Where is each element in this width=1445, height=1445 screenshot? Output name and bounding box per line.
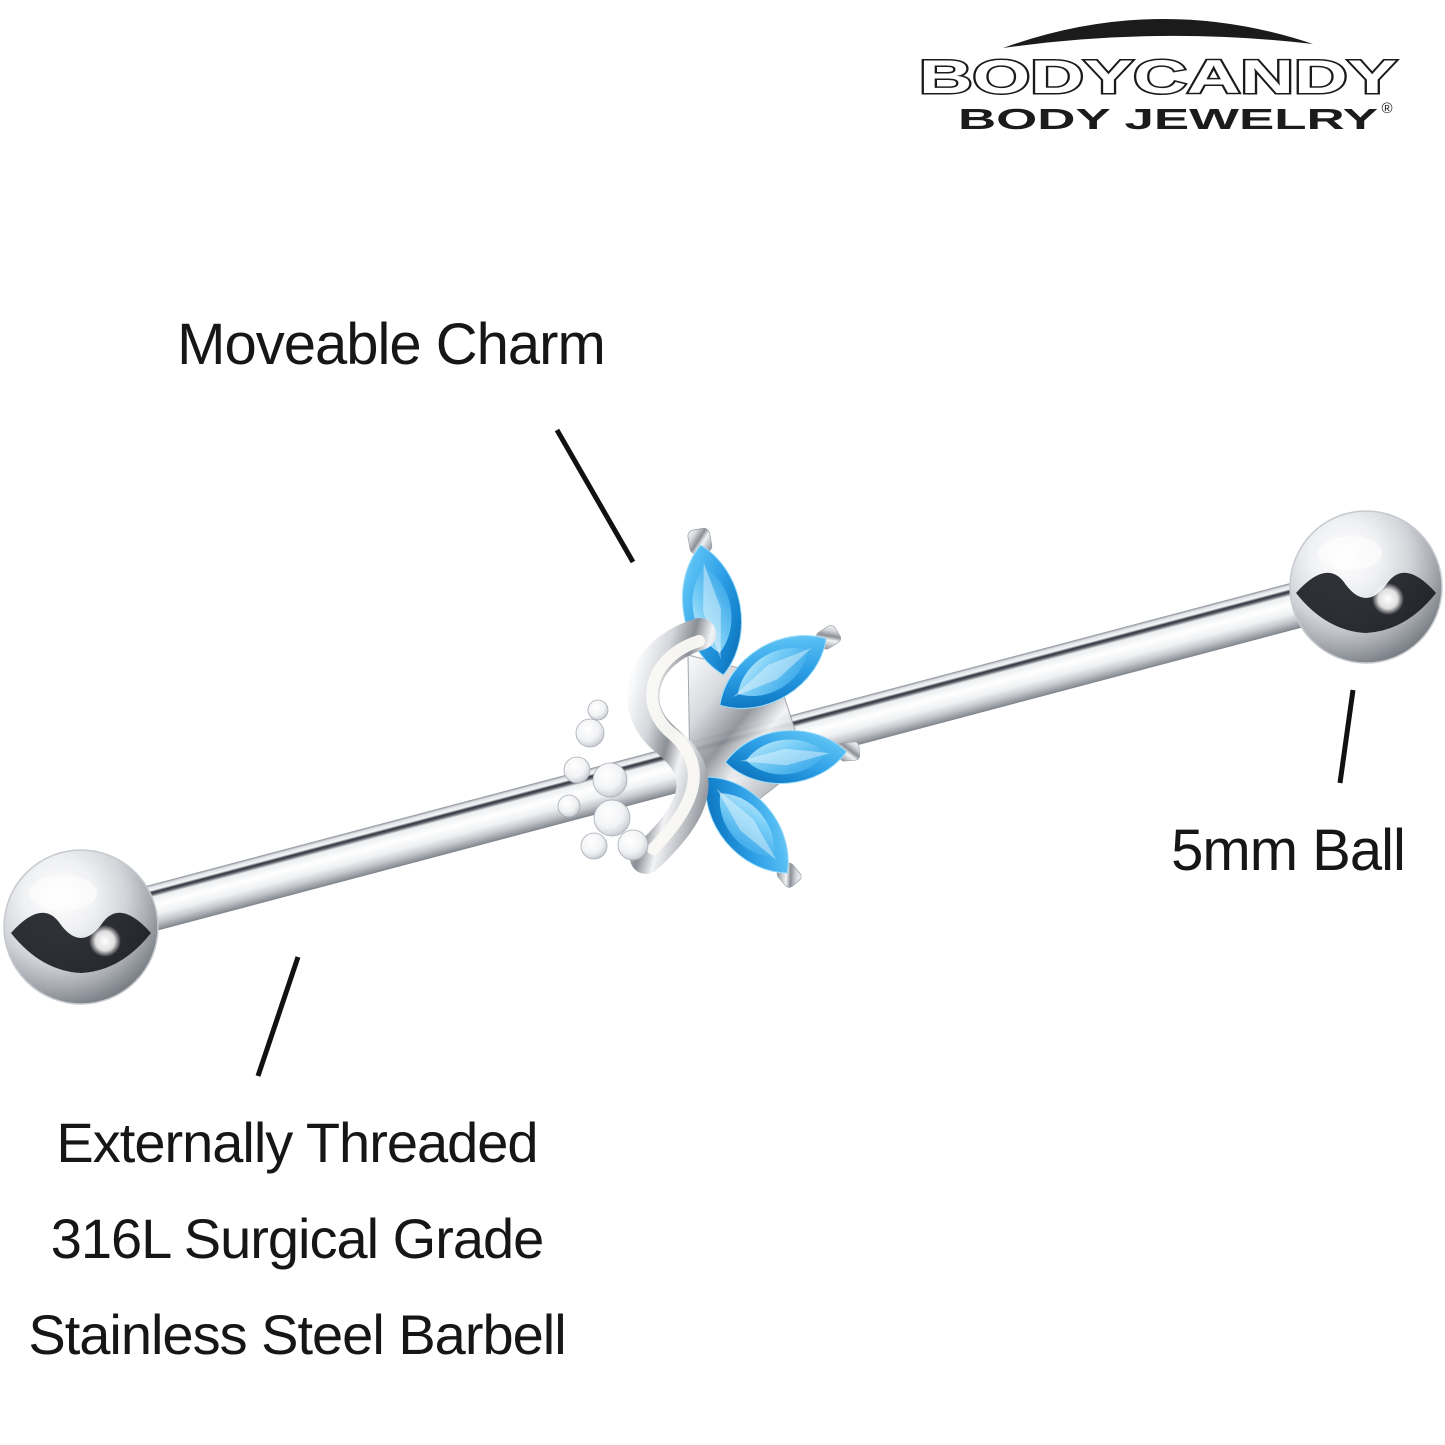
left-ball (3, 849, 159, 1005)
logo-tagline-text: BODY JEWELRY (958, 104, 1378, 136)
bodycandy-logo: BODYCANDY BODY JEWELRY ® (918, 18, 1399, 136)
charm-gem-right (724, 730, 861, 784)
barbell-leader-line (255, 956, 301, 1077)
moveable-charm (557, 527, 861, 888)
charm-swirl (627, 618, 716, 874)
barbell-label-line-3: Stainless Steel Barbell (28, 1303, 566, 1366)
logo-brand-text: BODYCANDY (919, 50, 1397, 103)
ball-label: 5mm Ball (1171, 818, 1406, 883)
charm-label: Moveable Charm (177, 312, 606, 377)
barbell-description-label: Externally Threaded 316L Surgical Grade … (0, 1095, 597, 1383)
ball-leader-line (1337, 689, 1356, 784)
logo-swoosh-icon (1003, 18, 1313, 48)
charm-leader-line (554, 428, 636, 564)
barbell-label-line-2: 316L Surgical Grade (50, 1207, 545, 1270)
charm-clear-crystal-cluster (557, 699, 649, 861)
logo-registered-mark: ® (1381, 100, 1392, 117)
right-ball (1289, 510, 1443, 664)
charm-gem-upper-right (719, 625, 842, 709)
barbell-label-line-1: Externally Threaded (56, 1111, 538, 1174)
charm-gem-lower-right (705, 776, 802, 888)
